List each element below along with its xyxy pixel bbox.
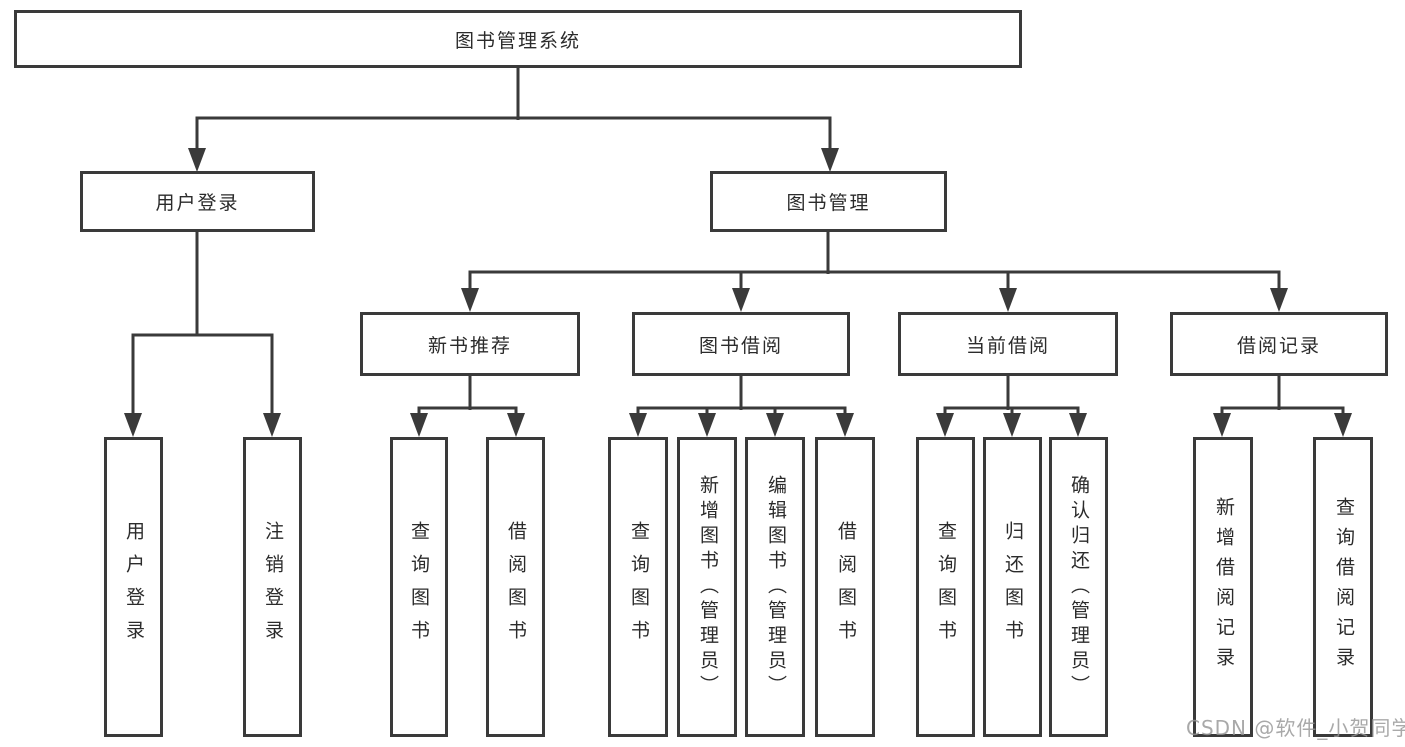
node-library-system: 图书管理系统 xyxy=(14,10,1022,68)
node-logout: 注销登录 xyxy=(243,437,302,737)
node-add-borrow-record: 新增借阅记录 xyxy=(1193,437,1253,737)
node-query-books-borrow: 查询图书 xyxy=(608,437,668,737)
node-query-books-recommend: 查询图书 xyxy=(390,437,448,737)
node-book-borrowing: 图书借阅 xyxy=(632,312,850,376)
node-book-management: 图书管理 xyxy=(710,171,947,232)
node-borrow-books-leaf: 借阅图书 xyxy=(815,437,875,737)
node-borrowing-records: 借阅记录 xyxy=(1170,312,1388,376)
node-user-login-leaf: 用户登录 xyxy=(104,437,163,737)
node-borrow-books-recommend: 借阅图书 xyxy=(486,437,545,737)
node-current-borrowing: 当前借阅 xyxy=(898,312,1118,376)
node-query-borrow-record: 查询借阅记录 xyxy=(1313,437,1373,737)
csdn-watermark: CSDN @软件_小贺同学 xyxy=(1186,716,1405,740)
node-new-book-recommend: 新书推荐 xyxy=(360,312,580,376)
node-return-books: 归还图书 xyxy=(983,437,1042,737)
node-add-book-admin: 新增图书（管理员） xyxy=(677,437,737,737)
node-edit-book-admin: 编辑图书（管理员） xyxy=(745,437,805,737)
node-query-books-current: 查询图书 xyxy=(916,437,975,737)
node-user-login: 用户登录 xyxy=(80,171,315,232)
node-confirm-return-admin: 确认归还（管理员） xyxy=(1049,437,1108,737)
